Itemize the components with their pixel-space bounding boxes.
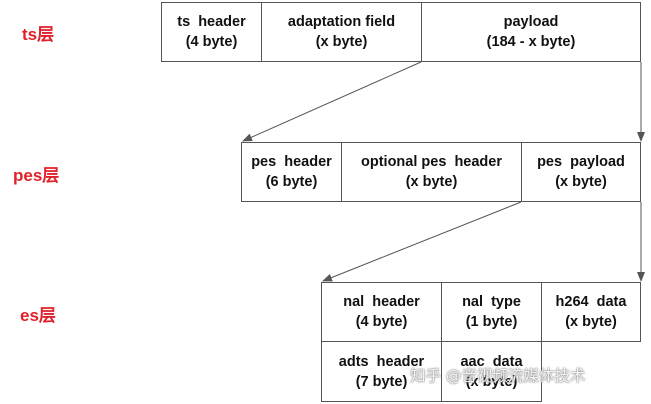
nal-header-size: (4 byte) [355,314,408,330]
pes-payload-title: pes payload [537,154,625,170]
adts-header-size: (7 byte) [355,373,408,390]
adts-header-title: adts header [338,353,425,370]
nal-type-title: nal type [462,294,521,310]
adaptation-field-size: (x byte) [315,34,368,50]
adaptation-field-title: adaptation field [287,14,396,30]
pes-payload-cell: pes payload (x byte) [521,142,641,202]
pes-header-title: pes header [251,154,332,170]
ts-header-size: (4 byte) [185,34,238,50]
layer-label-ts: ts层 [22,25,55,44]
adaptation-field-cell: adaptation field (x byte) [261,2,422,62]
watermark: 知乎 @音视频流媒体技术 [410,367,586,385]
nal-header-title: nal header [343,294,420,310]
nal-header-cell: nal header (4 byte) [321,282,442,342]
h264-data-size: (x byte) [565,314,617,330]
h264-data-cell: h264 data (x byte) [541,282,641,342]
optional-pes-header-cell: optional pes header (x byte) [341,142,522,202]
ts-payload-cell: payload (184 - x byte) [421,2,641,62]
nal-type-cell: nal type (1 byte) [441,282,542,342]
aac-data-size: (x byte) [465,373,518,390]
ts-payload-title: payload [503,14,559,30]
h264-data-title: h264 data [555,294,627,310]
layer-label-pes: pes层 [13,166,60,185]
aac-data-cell: aac data (x byte) [441,341,542,402]
optional-pes-header-size: (x byte) [405,174,458,190]
optional-pes-header-title: optional pes header [361,154,502,170]
aac-data-title: aac data [460,353,523,370]
ts-header-title: ts header [177,14,246,30]
pes-header-size: (6 byte) [265,174,318,190]
nal-type-size: (1 byte) [465,314,518,330]
arrow-ts-payload-to-pes-left [242,61,422,142]
ts-payload-size: (184 - x byte) [486,34,576,50]
pes-payload-size: (x byte) [555,174,607,190]
pes-header-cell: pes header (6 byte) [241,142,342,202]
ts-header-cell: ts header (4 byte) [161,2,262,62]
arrow-pes-payload-to-es-left [322,201,522,282]
layer-label-es: es层 [20,306,56,325]
